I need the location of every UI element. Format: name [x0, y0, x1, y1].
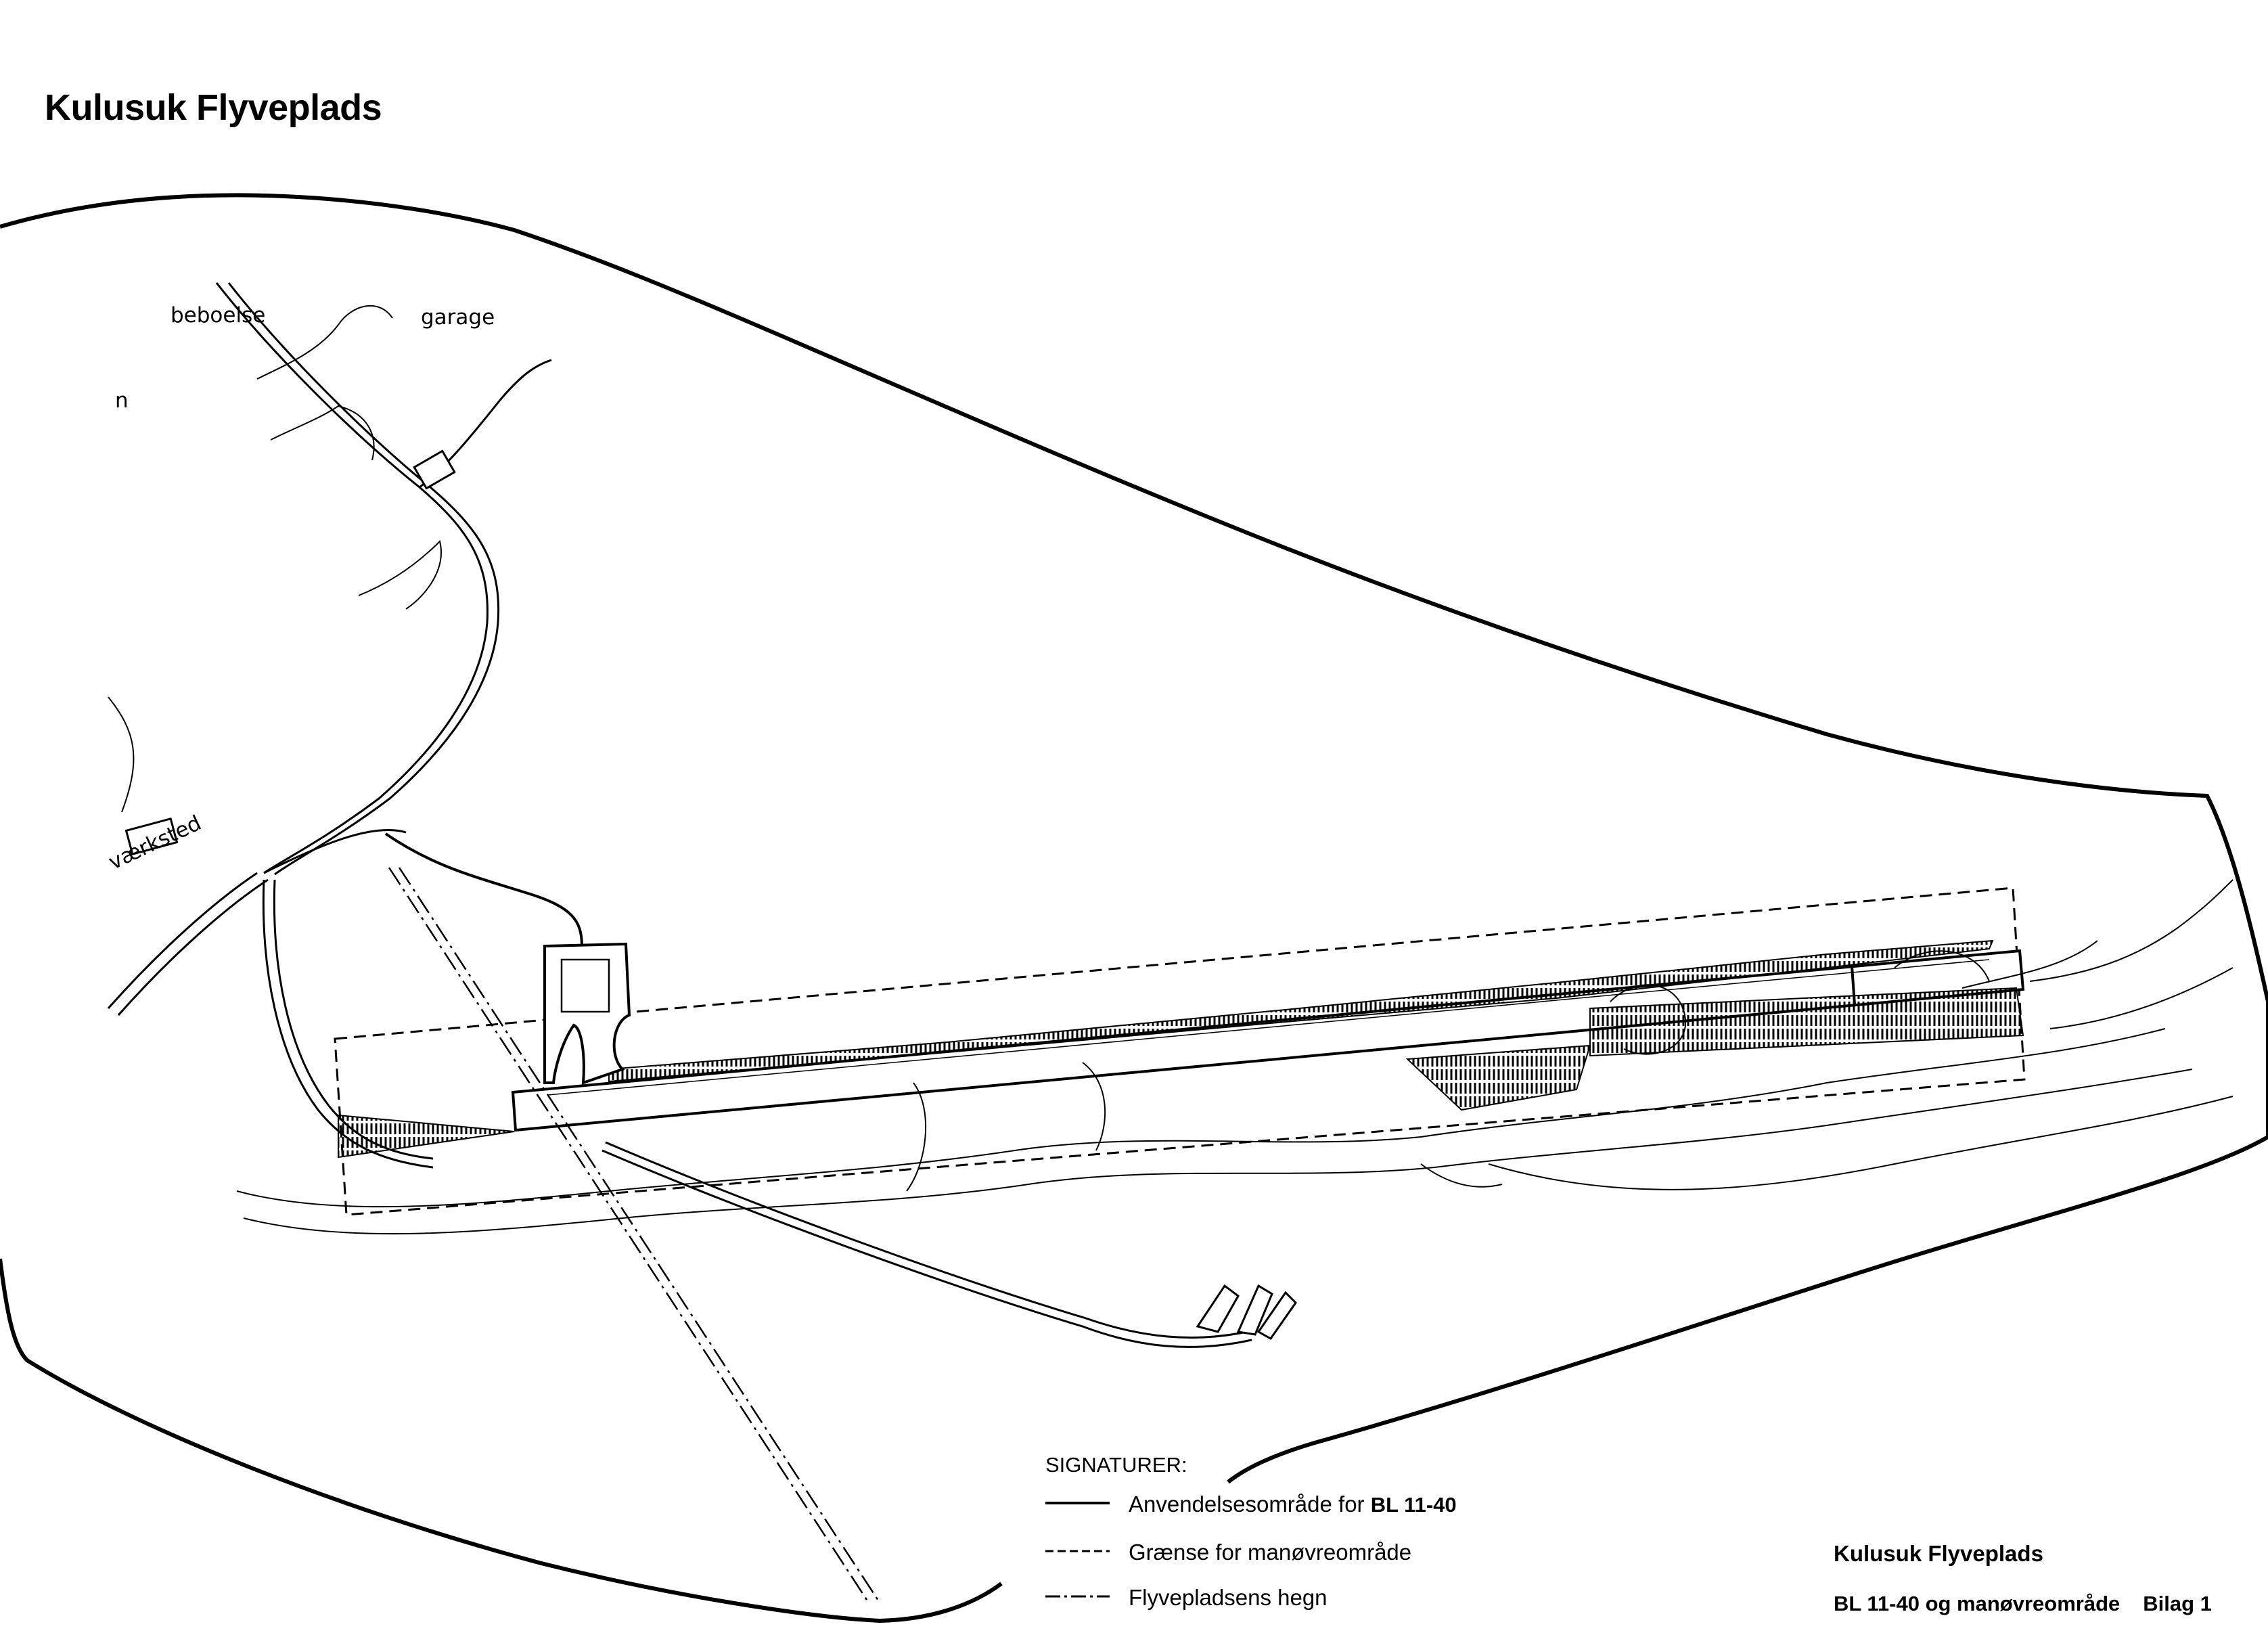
apron-road — [384, 832, 583, 947]
legend-item-fence: Flyvepladsens hegn — [1045, 1585, 1587, 1612]
legend-item-manoeuvring-area: Grænse for manøvreområde — [1045, 1540, 1587, 1567]
embankment-hatch-north — [608, 939, 1994, 1083]
label-beboelse: beboelse — [171, 303, 266, 328]
label-n: n — [115, 388, 129, 413]
apron — [543, 942, 631, 1085]
footer-subtitle-text: BL 11-40 og manøvreområde — [1834, 1592, 2120, 1615]
page-title: Kulusuk Flyveplads — [45, 87, 382, 128]
legend-item-text: Anvendelsesområde for — [1129, 1492, 1371, 1517]
runway-edge-line — [547, 959, 1990, 1096]
legend-dashed-line-icon — [1045, 1550, 1110, 1552]
embankment-hatch-center — [1405, 1044, 1591, 1111]
legend-solid-line-icon — [1045, 1502, 1110, 1504]
roads — [107, 282, 1254, 1348]
buildings — [124, 449, 1297, 1340]
legend-dash-dot-line-icon — [1045, 1595, 1110, 1598]
footer-subtitle: BL 11-40 og manøvreområde Bilag 1 — [1834, 1592, 2212, 1616]
legend-heading: SIGNATURER: — [1045, 1453, 1187, 1477]
footer-title: Kulusuk Flyveplads — [1834, 1541, 2043, 1566]
legend-item-bold: BL 11-40 — [1370, 1493, 1457, 1517]
legend-item-text: Flyvepladsens hegn — [1129, 1585, 1328, 1610]
legend-item-application-area: Anvendelsesområde for BL 11-40 — [1045, 1492, 1587, 1519]
airport-fence — [388, 867, 881, 1605]
label-garage: garage — [421, 305, 495, 330]
embankment-hatch-south — [338, 987, 2024, 1159]
legend-item-text: Grænse for manøvreområde — [1129, 1540, 1412, 1565]
footer-bilag: Bilag 1 — [2143, 1592, 2212, 1615]
application-area-boundary-sw — [0, 1258, 1003, 1623]
application-area-boundary — [0, 193, 2268, 1484]
contours — [108, 305, 2233, 1235]
apron-inner — [560, 958, 610, 1013]
